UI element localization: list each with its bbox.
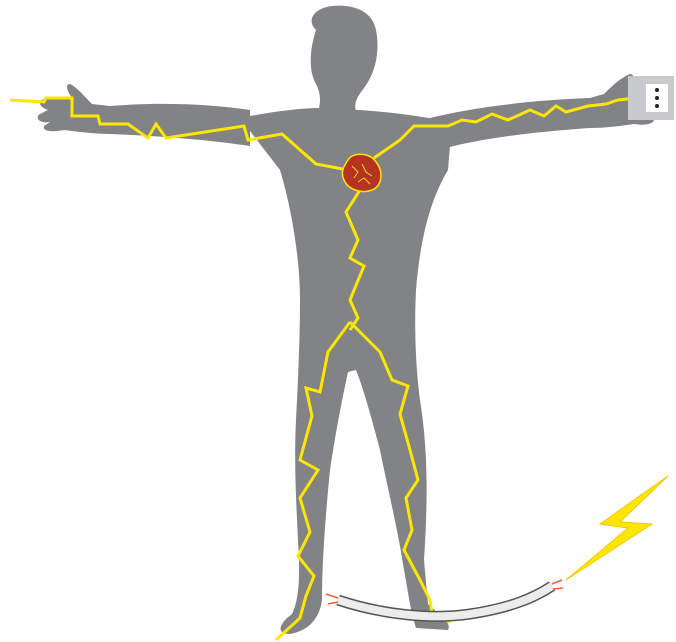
- torso-and-legs: [240, 108, 452, 634]
- wall-socket: [628, 76, 674, 120]
- socket-hole-bottom: [655, 104, 659, 108]
- socket-hole-middle: [655, 96, 659, 100]
- heart: [342, 154, 381, 191]
- head: [311, 6, 378, 114]
- right-arm: [430, 74, 662, 150]
- socket-hole-top: [655, 88, 659, 92]
- lightning-bolt-icon: [566, 476, 668, 580]
- lightning-bolt: [566, 476, 668, 580]
- wire-tip-right: [552, 580, 563, 589]
- wire-tip-left: [326, 594, 338, 604]
- bare-wire: [326, 580, 563, 616]
- heart-shape: [342, 154, 381, 191]
- human-silhouette: [38, 6, 662, 634]
